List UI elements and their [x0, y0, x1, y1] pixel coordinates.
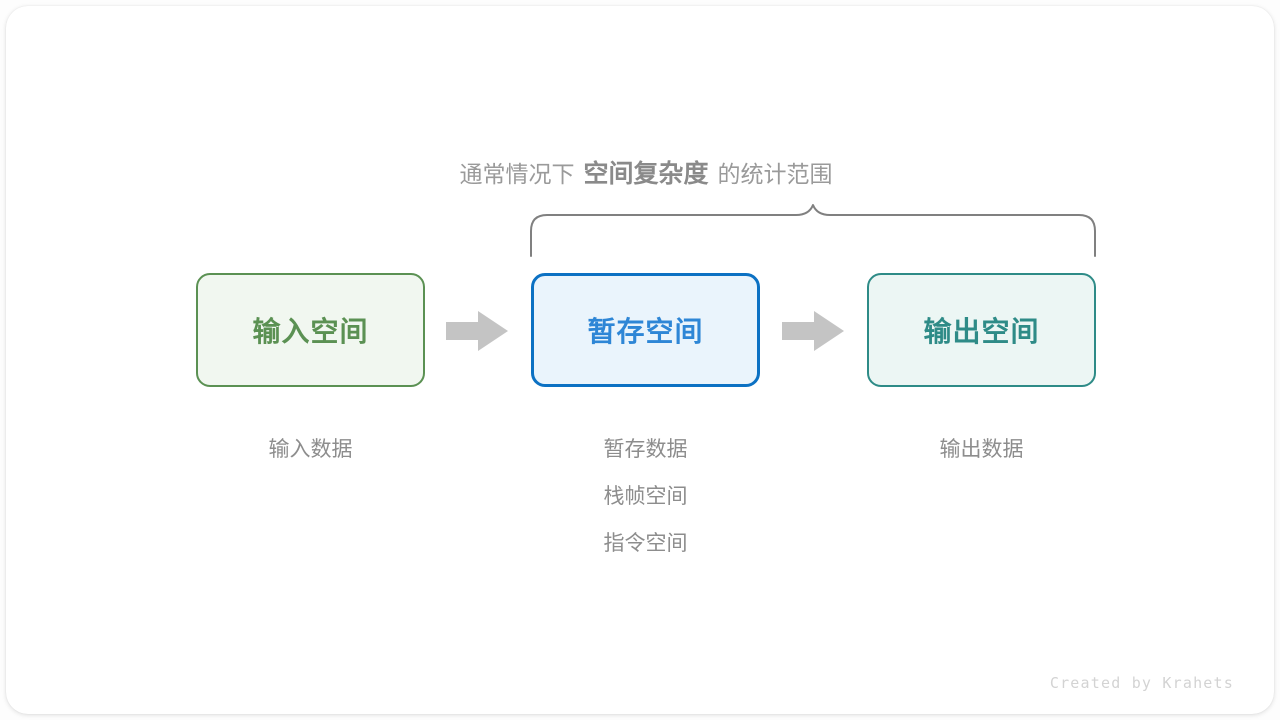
arrow-right-icon — [782, 311, 844, 351]
box-input-space[interactable]: 输入空间 — [196, 273, 425, 387]
sublabel-temp-data: 暂存数据 — [603, 438, 688, 461]
arrow-input-to-temp — [446, 311, 508, 351]
arrow-temp-to-output — [782, 311, 844, 351]
box-output-space-label: 输出空间 — [923, 316, 1040, 347]
sublabels: 输入数据 暂存数据 栈帧空间 指令空间 输出数据 — [6, 426, 1280, 586]
caption-suffix: 的统计范围 — [717, 161, 833, 187]
sublabel-stack-frame-space: 栈帧空间 — [603, 485, 688, 508]
sublabel-group-input: 输入数据 — [196, 426, 425, 473]
box-temp-space-label: 暂存空间 — [587, 316, 704, 347]
arrow-right-icon — [446, 311, 508, 351]
box-input-space-label: 输入空间 — [252, 316, 369, 347]
box-output-space[interactable]: 输出空间 — [867, 273, 1096, 387]
sublabel-group-temp: 暂存数据 栈帧空间 指令空间 — [531, 426, 760, 567]
caption: 通常情况下空间复杂度的统计范围 — [6, 156, 1280, 192]
pipeline-row: 输入空间 暂存空间 输出空间 — [6, 273, 1280, 387]
sublabel-output-data: 输出数据 — [939, 438, 1024, 461]
caption-emphasis: 空间复杂度 — [583, 160, 709, 188]
credit-text: Created by Krahets — [1049, 674, 1234, 692]
sublabel-input-data: 输入数据 — [268, 438, 353, 461]
sublabel-instruction-space: 指令空间 — [603, 532, 688, 555]
scope-brace — [506, 201, 1126, 257]
brace-icon — [530, 204, 1096, 257]
slide-card: 通常情况下空间复杂度的统计范围 输入空间 暂存空间 — [6, 6, 1274, 714]
sublabel-group-output: 输出数据 — [867, 426, 1096, 473]
caption-prefix: 通常情况下 — [459, 161, 575, 187]
box-temp-space[interactable]: 暂存空间 — [531, 273, 760, 387]
